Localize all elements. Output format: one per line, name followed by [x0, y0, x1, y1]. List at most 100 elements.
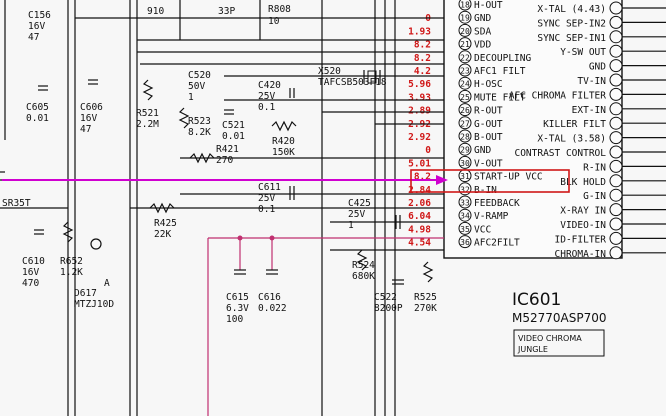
pin-label: Y-SW OUT — [560, 47, 606, 58]
component-label-c610: 16V — [22, 267, 39, 278]
c521-symbol — [224, 109, 234, 115]
pin-circle — [458, 221, 472, 235]
component-label-x520: TAFCSB503F18 — [318, 77, 387, 88]
pin-label: X-RAY IN — [560, 206, 606, 217]
component-label-c425: 25V — [348, 209, 365, 220]
pin-number: 22 — [460, 53, 470, 62]
pin-voltage: 8.2 — [414, 40, 431, 51]
component-label-c616: 0.022 — [258, 303, 287, 314]
r523-symbol — [178, 107, 190, 129]
pin-circle — [609, 73, 623, 87]
r525-symbol — [422, 261, 434, 283]
component-label-r521: 2.2M — [136, 119, 159, 130]
pin-circle — [458, 63, 472, 77]
highlight-box — [410, 169, 570, 193]
pin-circle — [609, 246, 623, 260]
r652-symbol — [62, 221, 74, 243]
pin-label: FEEDBACK — [474, 198, 520, 209]
pin-circle — [458, 116, 472, 130]
pin-number: 25 — [460, 93, 470, 102]
pin-number: 27 — [460, 119, 470, 128]
component-label-c615: C615 — [226, 292, 249, 303]
pin-circle — [609, 15, 623, 29]
component-label-c611: 25V — [258, 193, 275, 204]
component-label-c610: C610 — [22, 256, 45, 267]
top-fragment-3: R808 — [268, 4, 291, 15]
c522-symbol — [392, 279, 404, 285]
component-label-c605: 0.01 — [26, 113, 49, 124]
component-label-r420: R420 — [272, 136, 295, 147]
pin-number: 18 — [460, 1, 470, 10]
r425-symbol — [149, 202, 175, 214]
diode-anode-label: A — [104, 278, 110, 289]
pin-circle — [609, 231, 623, 245]
pin-circle — [609, 159, 623, 173]
pin-voltage: 4.54 — [408, 238, 431, 249]
pin-circle — [458, 208, 472, 222]
c425-symbol — [395, 215, 401, 229]
pin-number: 33 — [460, 199, 470, 208]
pin-label: EXT-IN — [572, 105, 607, 116]
ic-body — [443, 0, 623, 259]
pin-voltage: 3.93 — [408, 92, 431, 103]
component-labels: C15616V47C6050.01C60616V47R5212.2MC52050… — [22, 10, 437, 325]
c605-symbol — [38, 85, 48, 91]
component-label-c610: 470 — [22, 278, 39, 289]
pin-label: X-TAL (4.43) — [537, 4, 606, 15]
pin-voltage: 5.96 — [408, 79, 431, 90]
pin-circle — [458, 129, 472, 143]
pin-label: AFC2FILT — [474, 238, 520, 249]
pin-label: AFC CHROMA FILTER — [509, 90, 607, 101]
component-label-r523: 8.2K — [188, 127, 211, 138]
component-label-c611: C611 — [258, 182, 281, 193]
component-label-c615: 100 — [226, 314, 243, 325]
pin-label: GND — [474, 145, 491, 156]
pin-circle — [458, 195, 472, 209]
highlight-arrow-head — [436, 175, 448, 185]
pin-voltage: 8.2 — [414, 53, 431, 64]
top-fragment-1: 910 — [147, 6, 164, 17]
pin-circle — [458, 23, 472, 37]
pin-label: CONTRAST CONTROL — [514, 148, 606, 159]
pin-label: H-OUT — [474, 0, 503, 11]
pin-label: GND — [589, 62, 606, 73]
pin-circle — [609, 203, 623, 217]
pin-circle — [458, 142, 472, 156]
top-fragment-5: SR35T — [2, 198, 31, 209]
pin-label: V-OUT — [474, 158, 503, 169]
c616-symbol — [266, 269, 278, 275]
pin-label: V-RAMP — [474, 211, 509, 222]
top-fragment-4: 10 — [268, 16, 280, 27]
pin-circle — [609, 87, 623, 101]
pin-label: VCC — [474, 224, 491, 235]
component-label-r525: 270K — [414, 303, 437, 314]
pin-label: CHROMA-IN — [555, 249, 607, 260]
pin-label: GND — [474, 13, 491, 24]
pin-circle — [458, 103, 472, 117]
pin-circle — [458, 50, 472, 64]
component-label-c615: 6.3V — [226, 303, 249, 314]
c615-symbol — [234, 269, 246, 275]
component-label-c155: 47 — [28, 32, 39, 43]
component-label-r652: 1.2K — [60, 267, 83, 278]
component-label-r421: 270 — [216, 155, 233, 166]
component-label-c522: 8200P — [374, 303, 403, 314]
pin-label: VDD — [474, 40, 491, 51]
component-label-c606: C606 — [80, 102, 103, 113]
component-label-c425: 1 — [348, 220, 354, 231]
component-label-r523: R523 — [188, 116, 211, 127]
pin-circle — [609, 1, 623, 15]
pin-number: 34 — [460, 212, 470, 221]
component-label-x520: X520 — [318, 66, 341, 77]
component-label-c425: C425 — [348, 198, 371, 209]
pin-circle — [458, 37, 472, 51]
pin-voltage: 0 — [425, 145, 431, 156]
pin-circle — [609, 44, 623, 58]
pin-circle — [458, 155, 472, 169]
pin-number: 35 — [460, 225, 470, 234]
pin-circle — [458, 235, 472, 249]
component-label-c420: 25V — [258, 91, 275, 102]
pin-number: 26 — [460, 106, 470, 115]
pin-label: H-OSC — [474, 79, 503, 90]
